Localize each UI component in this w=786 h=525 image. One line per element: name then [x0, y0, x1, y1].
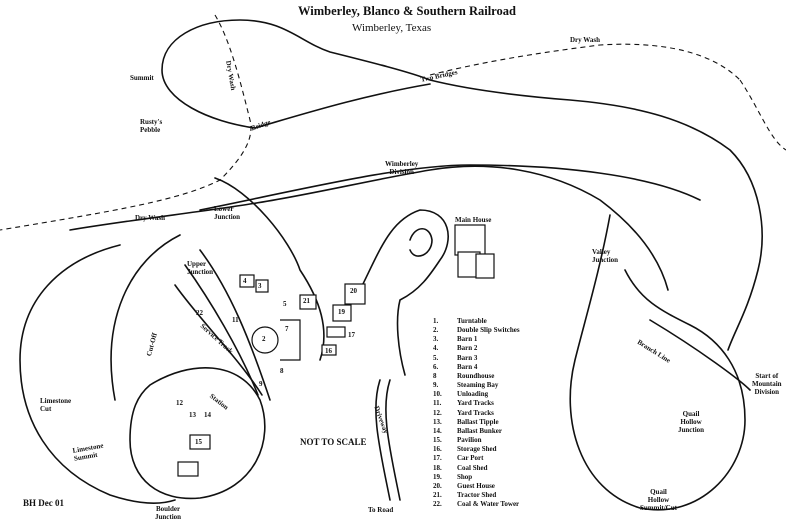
number-label: 2 [262, 335, 266, 343]
driveway-line-b [375, 379, 391, 501]
label-valley-junction: Valley Junction [592, 248, 619, 264]
label-start-mountain-division: Start of Mountain Division [752, 372, 782, 396]
number-label: 9 [259, 380, 263, 388]
legend-row: 1.Turntable [433, 317, 487, 325]
number-label: 15 [195, 438, 202, 446]
legend-row: 2.Double Slip Switches [433, 326, 520, 335]
legend-row: 18.Coal Shed [433, 463, 488, 472]
main-line-track [69, 165, 669, 291]
legend-row: 20.Guest House [433, 481, 495, 490]
number-label: 11 [232, 316, 239, 324]
legend-row: 14.Ballast Bunker [433, 426, 502, 435]
label-dry-wash-left: Dry Wash [135, 214, 166, 222]
number-label: 19 [338, 308, 345, 316]
number-label: 3 [258, 282, 262, 290]
legend-row: 15.Pavilion [433, 436, 482, 445]
pavilion [177, 461, 199, 477]
legend-row: 4.Barn 2 [433, 344, 478, 353]
number-label: 17 [348, 331, 355, 339]
legend-row: 17.Car Port [433, 454, 484, 463]
summit-loop-track [161, 19, 763, 351]
number-label: 16 [325, 347, 332, 355]
legend-row: 6.Barn 4 [433, 362, 478, 371]
main-house-a [454, 224, 486, 256]
legend-row: 10.Unloading [433, 390, 489, 399]
left-outer-track [19, 244, 176, 505]
legend-row: 22.Coal & Water Tower [433, 500, 520, 509]
lower-loop-track [129, 367, 266, 500]
yard-track-a [184, 264, 259, 396]
legend-row: 13.Ballast Tipple [433, 417, 499, 426]
barn-2 [255, 279, 269, 293]
shop [332, 304, 352, 322]
label-main-house: Main House [455, 216, 492, 224]
left-inner-track [110, 234, 181, 401]
driveway-line [385, 379, 401, 501]
turntable [251, 326, 279, 354]
mountain-outer-track [199, 164, 701, 211]
dry-wash-creek-right [739, 79, 786, 151]
roundhouse [280, 319, 301, 361]
legend-row: 5.Barn 3 [433, 353, 478, 362]
number-label: 5 [283, 300, 287, 308]
valley-loop-track [569, 214, 746, 511]
number-label: 8 [280, 367, 284, 375]
barn-1 [239, 274, 255, 288]
ballast-bunker [189, 434, 211, 450]
bridge-curve-track [214, 177, 325, 361]
label-to-road: To Road [368, 506, 394, 514]
page-subtitle: Wimberley, Texas [352, 22, 432, 34]
credit-label: BH Dec 01 [23, 498, 64, 508]
service-track [174, 284, 263, 396]
dry-wash-creek-top [429, 43, 741, 81]
guest-house [344, 283, 366, 305]
label-upper-junction: Upper Junction [187, 260, 214, 276]
branch-line-track [649, 319, 751, 391]
number-label: 21 [303, 297, 310, 305]
number-label: 13 [189, 411, 196, 419]
label-quail-hollow-summit: Quail Hollow Summit/Cut [640, 488, 677, 512]
track-main-upper [254, 83, 431, 129]
number-label: 14 [204, 411, 211, 419]
label-summit: Summit [130, 74, 154, 82]
label-wimberley-division: Wimberley Division [385, 160, 419, 176]
number-label: 22 [196, 309, 203, 317]
house-drive [359, 209, 449, 376]
dry-wash-creek [0, 14, 252, 231]
number-label: 12 [176, 399, 183, 407]
legend-row: 3.Barn 1 [433, 335, 478, 344]
legend-row: 9.Steaming Bay [433, 381, 499, 390]
house-drive-inner [409, 227, 433, 257]
main-house-c [475, 253, 495, 279]
label-rustys-pebble: Rusty's Pebble [140, 118, 163, 134]
label-quail-hollow-junction: Quail Hollow Junction [678, 410, 705, 434]
number-label: 4 [243, 277, 247, 285]
legend-row: 12.Yard Tracks [433, 408, 494, 417]
number-label: 20 [350, 287, 357, 295]
tractor-shed [299, 294, 317, 310]
legend-row: 19.Shop [433, 472, 473, 481]
label-boulder-junction: Boulder Junction [155, 505, 182, 521]
yard-track-b [199, 249, 271, 401]
legend: 1.Turntable 2.Double Slip Switches 3.Bar… [433, 317, 520, 509]
legend-row: 11.Yard Tracks [433, 399, 494, 408]
label-limestone-cut: Limestone Cut [40, 397, 72, 413]
label-not-to-scale: NOT TO SCALE [300, 437, 367, 447]
car-port [326, 326, 346, 338]
storage-shed [321, 344, 337, 356]
legend-row: 21.Tractor Shed [433, 490, 497, 499]
label-dry-wash-top: Dry Wash [570, 36, 601, 44]
number-label: 7 [285, 325, 289, 333]
label-lower-junction: Lower Junction [214, 205, 241, 221]
page-title: Wimberley, Blanco & Southern Railroad [298, 4, 516, 18]
legend-row: 16.Storage Shed [433, 445, 497, 454]
